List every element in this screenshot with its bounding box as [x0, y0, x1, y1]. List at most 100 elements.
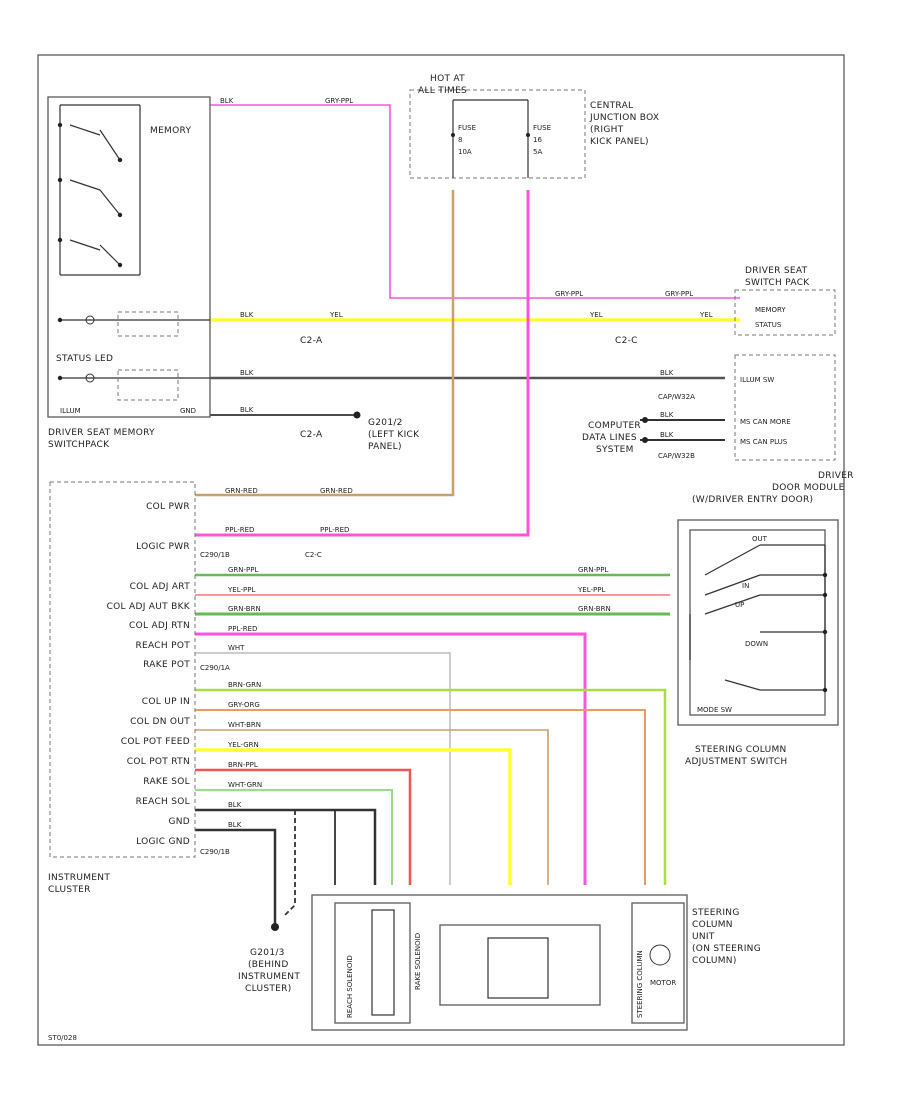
fuse-16-rating: 5A: [533, 148, 542, 156]
status-led-label: STATUS LED: [56, 354, 113, 364]
g201-3-label: G201/3: [250, 948, 285, 958]
wire-blk-logic-gnd: [195, 828, 277, 925]
pin-label: COL ADJ ART: [130, 582, 191, 592]
wire-label-blk-3: BLK: [240, 369, 254, 377]
wire-label-ppl-red-3: PPL-RED: [228, 625, 257, 633]
ground-g201-3: [271, 923, 279, 931]
wire-label-blk-4: BLK: [660, 369, 674, 377]
wire-gry-ppl-memory: [210, 104, 740, 299]
ms-can-more-label: MS CAN MORE: [740, 418, 791, 426]
c290-1b-label-2: C290/1B: [200, 848, 230, 856]
mode-sw-label: MODE SW: [697, 706, 732, 714]
wire-ppl-red-reach-pot: [195, 632, 587, 885]
wire-label-wht-brn: WHT-BRN: [228, 721, 261, 729]
pin-label: COL UP IN: [142, 697, 190, 707]
wire-label-blk-9: BLK: [228, 821, 242, 829]
steering-column-adjustment-switch-inner: [689, 529, 826, 716]
fuse-8-label: FUSE: [458, 124, 476, 132]
pin-label: COL POT RTN: [127, 757, 190, 767]
scu-label-3: UNIT: [692, 932, 715, 942]
can-more-terminal: [642, 417, 648, 423]
cjb-label-4: KICK PANEL): [590, 137, 649, 147]
pin-label: RAKE POT: [143, 660, 190, 670]
can-plus-terminal: [642, 437, 648, 443]
wire-label-grn-brn-2: GRN-BRN: [578, 605, 611, 613]
down-label: DOWN: [745, 640, 768, 648]
wire-wht-grn-reach-sol: [195, 789, 393, 885]
driver-door-module-box: [734, 354, 836, 461]
wire-grn-red-col-pwr: [195, 190, 455, 497]
wire-label-grn-brn-1: GRN-BRN: [228, 605, 261, 613]
wire-label-grn-red-2: GRN-RED: [320, 487, 353, 495]
motor-symbol: [649, 944, 671, 966]
wire-label-grn-red-1: GRN-RED: [225, 487, 258, 495]
wire-ppl-red-logic-pwr: [195, 190, 530, 537]
fuse-8-number: 8: [458, 136, 462, 144]
pin-label: COL ADJ RTN: [129, 621, 190, 631]
gnd-label: GND: [180, 407, 196, 415]
wire-label-blk-2: BLK: [240, 311, 254, 319]
pin-label: REACH SOL: [136, 797, 190, 807]
wire-brn-ppl-rake-sol: [195, 768, 412, 885]
wire-blk-gnd: [195, 808, 377, 885]
adjust-switch-contacts: [689, 544, 828, 693]
scu-label-5: COLUMN): [692, 956, 737, 966]
wire-gry-org-col-dn: [195, 709, 646, 885]
g201-3-loc-3: CLUSTER): [245, 984, 292, 994]
wire-label-blk-6: BLK: [660, 411, 674, 419]
wire-label-yel-3: YEL: [699, 311, 713, 319]
wire-label-blk-1: BLK: [220, 97, 234, 105]
wire-brn-grn-col-up: [195, 688, 667, 885]
reach-solenoid-label: REACH SOLENOID: [346, 955, 354, 1018]
ground-g201-2: [353, 411, 361, 419]
wire-label-yel-ppl-2: YEL-PPL: [577, 586, 605, 594]
pin-label: LOGIC GND: [136, 837, 190, 847]
instrument-cluster-box: [49, 481, 196, 858]
driver-seat-memory-switchpack-box: [47, 96, 211, 418]
reach-solenoid-coil: [371, 909, 395, 1016]
in-label: IN: [742, 582, 749, 590]
wire-label-wht-grn: WHT-GRN: [228, 781, 262, 789]
wire-label-yel-1: YEL: [329, 311, 343, 319]
g201-3-loc-2: INSTRUMENT: [238, 972, 300, 982]
wire-wht-brn-pot-feed: [195, 729, 549, 885]
diagram-frame: [37, 54, 845, 1046]
cdl-label-3: SYSTEM: [596, 445, 634, 455]
cjb-label-1: CENTRAL: [590, 101, 633, 111]
rake-solenoid-label: RAKE SOLENOID: [414, 933, 422, 990]
wire-label-gry-ppl-3: GRY-PPL: [665, 290, 693, 298]
pin-label: COL POT FEED: [121, 737, 190, 747]
pin-label: LOGIC PWR: [136, 542, 190, 552]
switchpack-label-2: SWITCHPACK: [48, 440, 110, 450]
hot-label-2: ALL TIMES: [418, 86, 467, 96]
status-led-circuit: [57, 311, 210, 401]
wire-label-yel-ppl-1: YEL-PPL: [227, 586, 255, 594]
dcm-label-1: DRIVER: [818, 471, 854, 481]
fuse-8-dot: [451, 133, 455, 137]
memory-switches: [57, 104, 141, 276]
dsp-memory-label: MEMORY: [755, 306, 786, 314]
cdl-label-2: DATA LINES: [582, 433, 637, 443]
wire-label-grn-ppl-1: GRN-PPL: [228, 566, 258, 574]
wire-label-blk-7: BLK: [660, 431, 674, 439]
wire-yel-grn-pot-rtn: [195, 748, 512, 885]
g201-3-loc-1: (BEHIND: [248, 960, 289, 970]
wire-label-wht-1: WHT: [228, 644, 245, 652]
ic-label-2: CLUSTER: [48, 885, 91, 895]
steering-col-label: STEERING COLUMN: [636, 950, 644, 1018]
wire-label-yel-grn: YEL-GRN: [227, 741, 259, 749]
cdl-label-1: COMPUTER: [588, 421, 641, 431]
wire-label-gry-org: GRY-ORG: [228, 701, 260, 709]
dsp-label-1: DRIVER SEAT: [745, 266, 808, 276]
fuse-16-dot: [526, 133, 530, 137]
central-junction-box: [409, 89, 586, 179]
dsp-label-2: SWITCH PACK: [745, 278, 810, 288]
pin-label: COL DN OUT: [130, 717, 190, 727]
illum-sw-label: ILLUM SW: [740, 376, 774, 384]
scu-label-4: (ON STEERING: [692, 944, 761, 954]
driver-seat-switch-pack-box: [734, 289, 836, 336]
memory-label: MEMORY: [150, 126, 191, 136]
g201-2-label: G201/2: [368, 418, 403, 428]
c290-1a-label: C290/1A: [200, 664, 230, 672]
